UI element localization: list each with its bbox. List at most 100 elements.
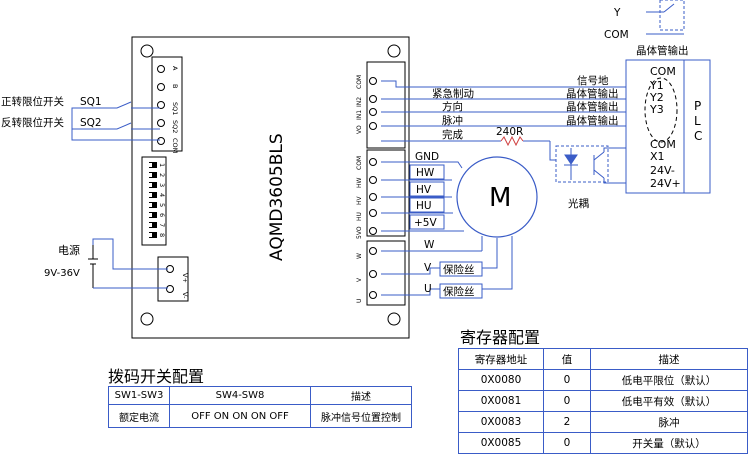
power-range: 9V-36V (44, 268, 80, 279)
signal-wires (381, 80, 626, 161)
limit-terminal-block (151, 56, 183, 152)
signal-terminal-label: IN2 (356, 97, 363, 107)
limit-terminal-label: A (171, 66, 179, 71)
hv-label: HV (416, 184, 432, 196)
transistor-out-3: 晶体管输出 (566, 114, 619, 127)
dip-switch (149, 232, 157, 238)
sq2-switch (77, 122, 160, 130)
plc-title-letter: L (694, 114, 701, 128)
power-wires (92, 238, 168, 289)
mount-hole-br (387, 312, 401, 326)
plc-pin-label: Y3 (649, 103, 664, 116)
dip-header-cell: 描述 (310, 386, 412, 405)
dip-switch (149, 212, 157, 218)
power-terminal-vplus: V+ (181, 273, 189, 283)
dip-switch-knob (149, 223, 152, 227)
dip-switch (149, 182, 157, 188)
motor-terminal-screw (369, 291, 377, 299)
motor-terminal-label: U (356, 299, 363, 303)
plc-box (625, 59, 711, 194)
register-header-cell: 描述 (590, 348, 748, 370)
dip-config-title: 拨码开关配置 (108, 367, 205, 386)
resistor-label: 240R (496, 126, 523, 138)
signal-terminal-label: COM (356, 75, 363, 89)
battery-icon (88, 245, 98, 288)
register-header-cell: 值 (543, 348, 591, 370)
sq1-switch (77, 101, 160, 109)
dip-data-row: 额定电流 OFF ON ON ON OFF 脉冲信号位置控制 (108, 404, 412, 428)
motor-terminal-screw (369, 227, 377, 235)
limit-terminal-screw (157, 101, 165, 109)
resistor-240r (500, 135, 524, 147)
limit-common-wire (71, 107, 160, 141)
signal-ground-label: 信号地 (577, 74, 609, 87)
motor-terminal-screw (369, 176, 377, 184)
limit-terminal-screws (157, 65, 165, 145)
power-terminal-vminus: V- (181, 292, 189, 299)
register-config-table: 寄存器地址 值 描述 0X0080 0 低电平限位（默认） 0X0081 0 低… (458, 348, 748, 454)
signal-terminal-screw (369, 95, 377, 103)
driver-model: AQMD3605BLS (267, 133, 287, 261)
dip-switch-knob (149, 213, 152, 217)
plc-title-letter: C (694, 129, 702, 143)
dip-switch-knob (149, 203, 152, 207)
hall-label-boxes (409, 164, 445, 230)
motor-terminal-screw (369, 193, 377, 201)
dip-switch-knob (149, 193, 152, 197)
dip-switch-knob (149, 233, 152, 237)
dip-switch (149, 222, 157, 228)
dip-header-row: SW1-SW3 SW4-SW8 描述 (108, 386, 412, 405)
power-terminal-block (157, 256, 189, 302)
register-cell: 0X0083 (458, 411, 544, 433)
register-config-title: 寄存器配置 (460, 328, 541, 347)
signal-terminal-label: IN1 (356, 110, 363, 120)
motor-terminal-screw (369, 270, 377, 278)
dip-switch-knob (149, 173, 152, 177)
right-terminal-screws (369, 77, 377, 299)
register-cell: 开关量（默认） (590, 432, 748, 454)
sq1-label: 正转限位开关 (1, 95, 64, 108)
fuse-u (439, 283, 483, 299)
motor-label: M (489, 183, 511, 213)
register-row: 0X0081 0 低电平有效（默认） (458, 390, 748, 412)
dip-switch (149, 172, 157, 178)
hu-label: HU (416, 200, 432, 212)
dip-config-table: SW1-SW3 SW4-SW8 描述 额定电流 OFF ON ON ON OFF… (108, 386, 412, 428)
motor-terminal-label: HU (356, 212, 363, 221)
register-cell: 0X0081 (458, 390, 544, 412)
sq2-label: 反转限位开关 (1, 116, 64, 129)
plc-top-com: COM (604, 29, 629, 41)
register-cell: 低电平有效（默认） (590, 390, 748, 412)
register-row: 0X0083 2 脉冲 (458, 411, 748, 433)
dip-header-cell: SW4-SW8 (169, 386, 311, 405)
signal-terminal-screw (369, 108, 377, 116)
dip-cell: OFF ON ON ON OFF (169, 404, 311, 428)
mount-hole-tl (140, 44, 154, 58)
plc-pin-label: 24V- (650, 164, 675, 177)
register-cell: 0X0085 (458, 432, 544, 454)
hw-label: HW (416, 167, 435, 179)
mount-hole-bl (140, 312, 154, 326)
dip-switch (149, 162, 157, 168)
register-cell: 0 (543, 369, 591, 391)
transistor-out-1: 晶体管输出 (566, 87, 619, 100)
transistor-out-2: 晶体管输出 (566, 100, 619, 113)
motor-terminal-label: HW (356, 177, 363, 188)
motor-terminal-label: V (356, 277, 363, 282)
register-row: 0X0085 0 开关量（默认） (458, 432, 748, 454)
pulse-label: 脉冲 (442, 114, 463, 127)
motor-terminal-label: COM (356, 156, 363, 170)
dip-switch-block (141, 156, 167, 246)
motor-phase-wires (481, 236, 513, 290)
phase-terminal-block (366, 240, 406, 306)
limit-terminal-label: SQ1 (171, 102, 179, 115)
direction-label: 方向 (442, 100, 463, 113)
plus5v-label: +5V (414, 217, 437, 229)
done-label: 完成 (442, 128, 463, 141)
limit-terminal-label: COM (171, 138, 179, 153)
plc-pin-label: COM (650, 65, 676, 78)
motor-terminal-label: 5VO (356, 226, 363, 239)
w-label: W (424, 239, 435, 251)
